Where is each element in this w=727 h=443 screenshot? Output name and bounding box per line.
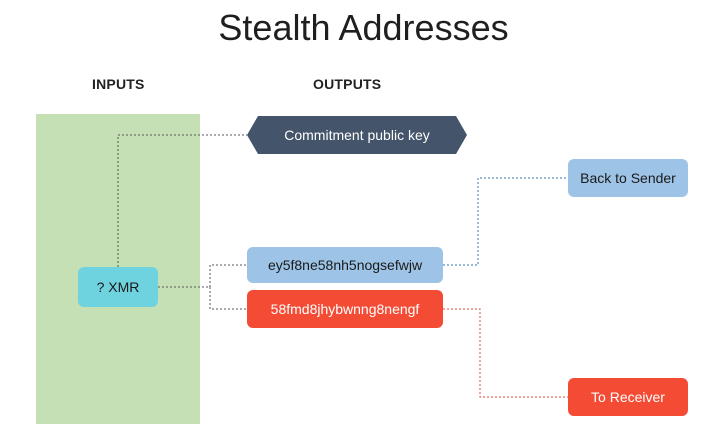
output-address-red: 58fmd8jhybwnng8nengf xyxy=(247,290,443,328)
to-receiver-node: To Receiver xyxy=(568,378,688,416)
back-to-sender-node: Back to Sender xyxy=(568,159,688,197)
input-amount-node: ? XMR xyxy=(78,267,158,307)
connector-blue-to-sender xyxy=(443,177,568,266)
diagram-title: Stealth Addresses xyxy=(218,7,509,48)
outputs-column-label: OUTPUTS xyxy=(313,76,382,92)
connector-red-to-receiver xyxy=(443,308,568,398)
connector-to-blue-output xyxy=(209,264,247,287)
connector-to-red-output xyxy=(209,287,247,310)
inputs-column-label: INPUTS xyxy=(92,76,145,92)
commitment-key-label: Commitment public key xyxy=(284,127,430,143)
commitment-key-shape xyxy=(247,116,467,154)
connector-input-to-commitment xyxy=(117,134,247,267)
output-address-blue: ey5f8ne58nh5nogsefwjw xyxy=(247,247,443,283)
